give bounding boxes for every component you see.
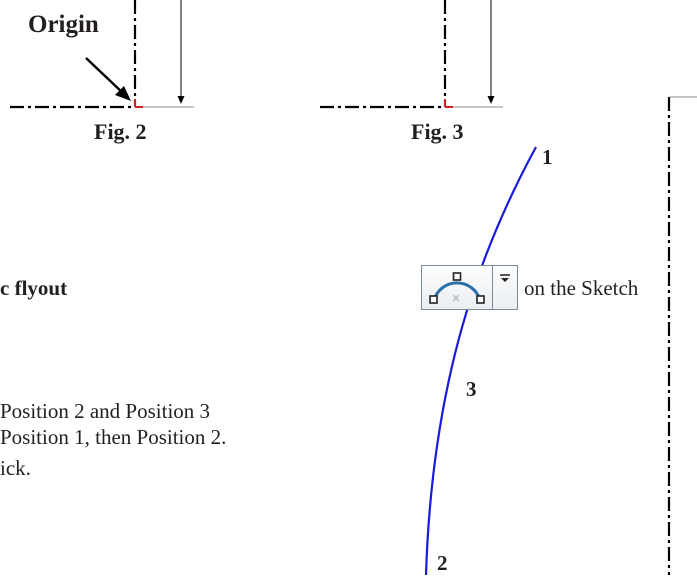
step1-suffix-text: on the Sketch: [524, 276, 639, 300]
origin-arrowhead: [115, 86, 131, 101]
fig3-label: Fig. 3: [411, 119, 464, 144]
step1-flyout-text: c flyout: [0, 276, 68, 300]
arc-flyout-button[interactable]: [421, 265, 518, 310]
dropdown-arrow-icon: [500, 274, 510, 282]
fig2-label: Fig. 2: [94, 119, 147, 144]
fig2-dimension-arrowhead: [177, 96, 185, 104]
origin-arrow: [85, 57, 125, 95]
arc-point-2-label: 2: [437, 551, 448, 575]
step2-line2: Position 1, then Position 2.: [0, 425, 227, 449]
three-point-arc-icon: [429, 272, 485, 304]
fig3-dimension-arrowhead: [487, 96, 495, 104]
sketch-arc: [424, 146, 537, 575]
three-point-arc-button[interactable]: [422, 266, 493, 309]
arc-flyout-dropdown[interactable]: [493, 266, 518, 309]
origin-label: Origin: [28, 11, 99, 38]
arc-point-3-label: 3: [466, 377, 477, 401]
arc-point-1-label: 1: [542, 145, 553, 169]
step2-line1: Position 2 and Position 3: [0, 399, 211, 423]
step2-line3: ick.: [0, 456, 31, 480]
